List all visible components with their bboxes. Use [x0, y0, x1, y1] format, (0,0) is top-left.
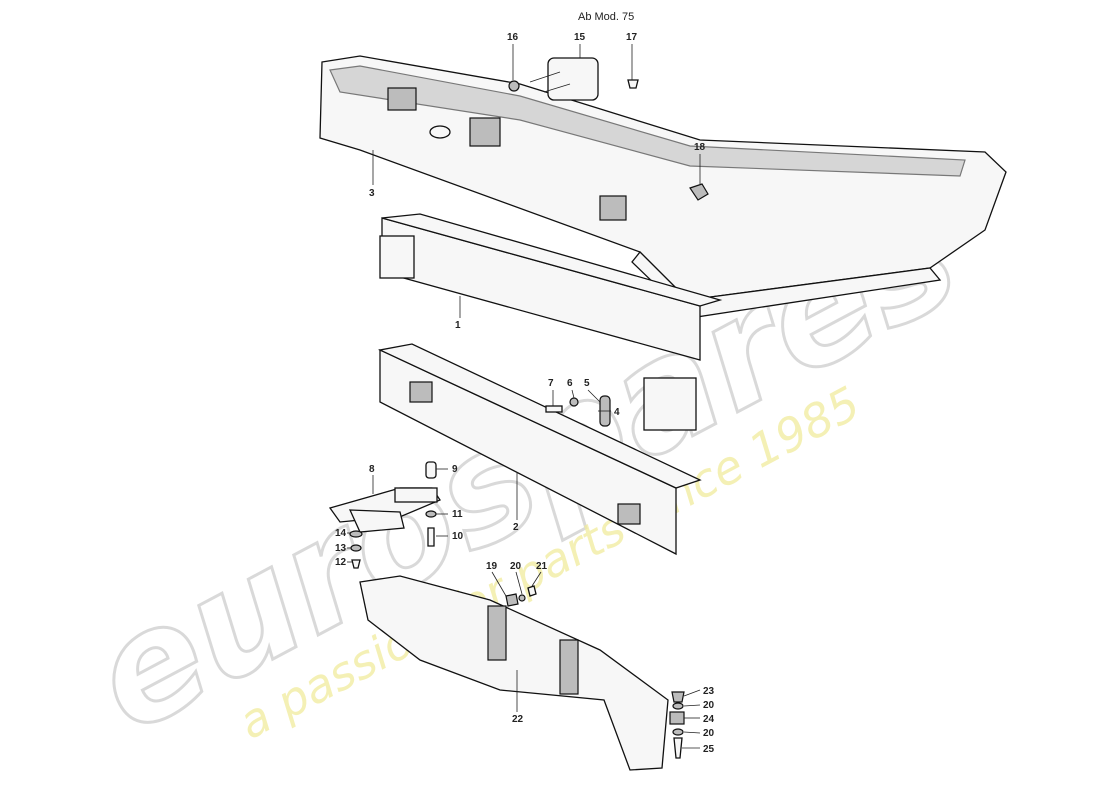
- callout-19: 19: [486, 561, 498, 572]
- shock-absorber-part: [328, 487, 441, 533]
- callout-20-lower: 20: [703, 728, 715, 739]
- callout-23: 23: [703, 686, 715, 697]
- callout-7: 7: [548, 378, 554, 389]
- callout-3: 3: [369, 188, 375, 199]
- leader-lines: [347, 44, 701, 749]
- callout-10: 10: [452, 531, 464, 542]
- callout-8: 8: [369, 464, 375, 475]
- callout-14: 14: [335, 528, 347, 539]
- callout-4: 4: [614, 407, 620, 418]
- callout-22: 22: [512, 714, 524, 725]
- callout-11: 11: [452, 509, 463, 520]
- callout-21: 21: [536, 561, 548, 572]
- callout-24: 24: [703, 714, 715, 725]
- callout-5: 5: [584, 378, 590, 389]
- callout-20-upper: 20: [510, 561, 522, 572]
- callout-labels: 1 2 3 4 5 6 7 8 9 10 11 12 13 14 15 16 1…: [335, 32, 715, 755]
- callout-12: 12: [335, 557, 347, 568]
- lower-spoiler-part: [359, 575, 669, 771]
- callout-13: 13: [335, 543, 347, 554]
- callout-18: 18: [694, 142, 706, 153]
- callout-25: 25: [703, 744, 715, 755]
- callout-1: 1: [455, 320, 461, 331]
- callout-16: 16: [507, 32, 519, 43]
- upper-reinforcement-bar-part: [379, 213, 723, 431]
- lower-reinforcement-bar-part: [377, 343, 702, 556]
- callout-17: 17: [626, 32, 638, 43]
- callout-15: 15: [574, 32, 586, 43]
- callout-6: 6: [567, 378, 573, 389]
- callout-20-middle: 20: [703, 700, 715, 711]
- callout-2: 2: [513, 522, 519, 533]
- hardware-items: [349, 57, 709, 759]
- model-note: Ab Mod. 75: [578, 11, 634, 23]
- callout-9: 9: [452, 464, 458, 475]
